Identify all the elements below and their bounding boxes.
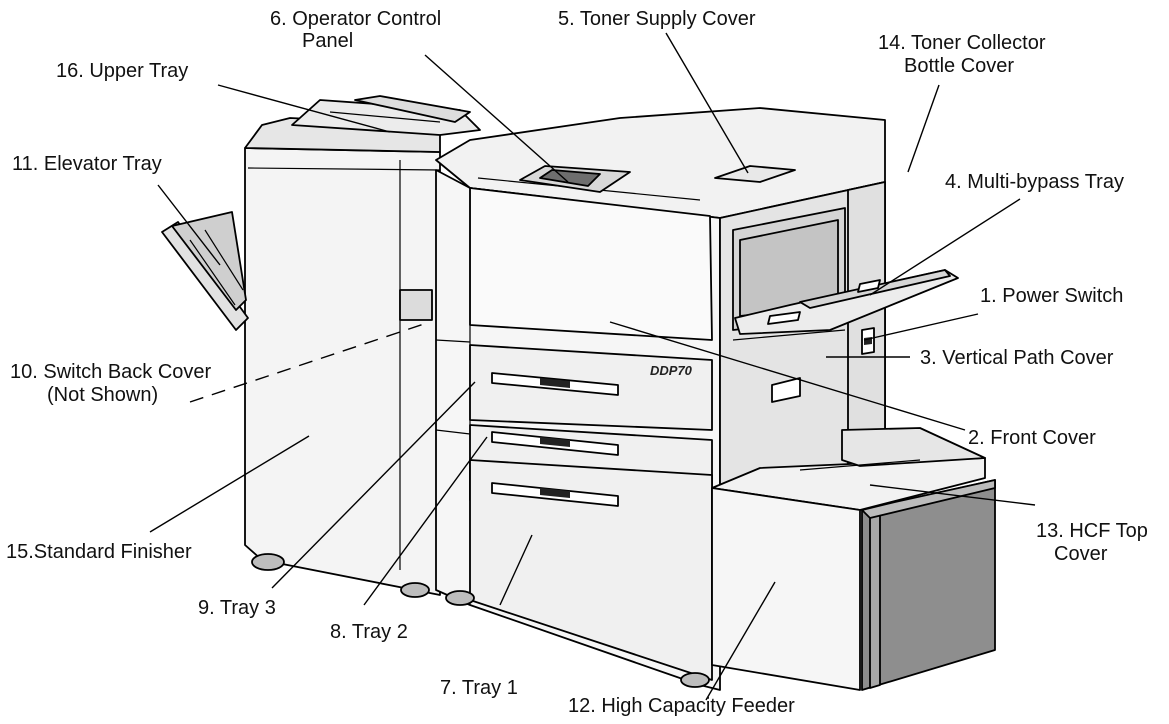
label-power-switch: 1. Power Switch (980, 285, 1123, 307)
upper-tray (291, 95, 481, 136)
multi-bypass-tray (734, 269, 959, 335)
main-printer (435, 107, 886, 691)
standard-finisher (244, 117, 441, 598)
label-elevator-tray: 11. Elevator Tray (12, 153, 162, 175)
label-switch-back-cover-line2: (Not Shown) (47, 384, 158, 406)
label-toner-supply-cover: 5. Toner Supply Cover (558, 8, 756, 30)
label-tray-1: 7. Tray 1 (440, 677, 518, 699)
leader-lines (149, 32, 1036, 701)
label-multi-bypass-tray: 4. Multi-bypass Tray (945, 171, 1124, 193)
ddp70-badge: DDP70 (650, 363, 693, 378)
label-operator-panel-line2: Panel (302, 30, 353, 52)
label-front-cover: 2. Front Cover (968, 427, 1096, 449)
label-hcf-top-cover-line1: 13. HCF Top (1036, 520, 1148, 542)
label-switch-back-cover-line1: 10. Switch Back Cover (10, 361, 212, 383)
label-toner-collector-line2: Bottle Cover (904, 55, 1014, 77)
label-hcf-top-cover-line2: Cover (1054, 543, 1108, 565)
high-capacity-feeder (711, 427, 996, 691)
label-tray-2: 8. Tray 2 (330, 621, 408, 643)
label-vertical-path-cover: 3. Vertical Path Cover (920, 347, 1114, 369)
callout-labels: 1. Power Switch 2. Front Cover 3. Vertic… (6, 8, 1148, 717)
label-toner-collector-line1: 14. Toner Collector (878, 32, 1046, 54)
label-operator-panel-line1: 6. Operator Control (270, 8, 441, 30)
elevator-tray (161, 211, 249, 331)
label-upper-tray: 16. Upper Tray (56, 60, 188, 82)
label-standard-finisher: 15.Standard Finisher (6, 541, 192, 563)
label-high-capacity-feeder: 12. High Capacity Feeder (568, 695, 795, 717)
label-tray-3: 9. Tray 3 (198, 597, 276, 619)
